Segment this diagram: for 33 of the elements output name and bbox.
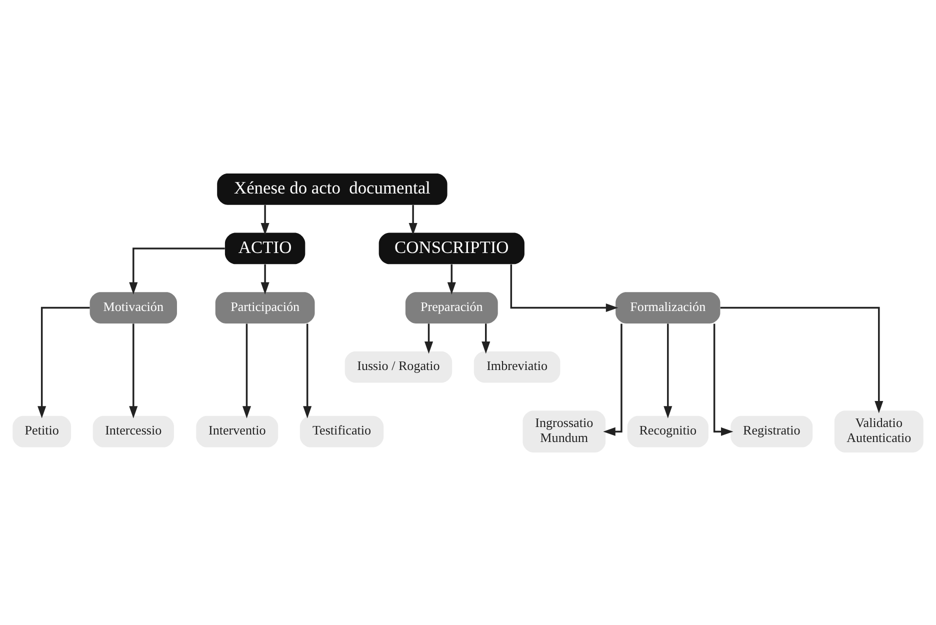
node-box: Testificatio xyxy=(300,415,384,447)
node-box: Participación xyxy=(215,292,315,323)
node-box: Imbreviatio xyxy=(474,350,560,382)
arrow xyxy=(260,264,270,294)
node-box: Petitio xyxy=(12,415,72,447)
node-box: Xénese do acto documental xyxy=(217,173,448,204)
node-box: Recognitio xyxy=(627,415,708,447)
arrow xyxy=(603,323,622,436)
node-box: Preparación xyxy=(405,292,498,323)
node-box: Intercessio xyxy=(92,415,174,447)
arrow xyxy=(664,323,672,418)
node-box: Ingrossatio Mundum xyxy=(522,410,606,452)
arrow xyxy=(510,264,618,312)
node-box: Registratio xyxy=(730,415,813,447)
arrow xyxy=(38,306,90,418)
arrow xyxy=(303,323,312,418)
arrow xyxy=(447,264,456,294)
arrow xyxy=(720,306,884,413)
arrow xyxy=(408,204,418,235)
arrow xyxy=(129,323,138,418)
node-box: ACTIO xyxy=(224,232,306,264)
node-box: Validatio Autenticatio xyxy=(834,410,924,452)
arrow xyxy=(129,247,225,294)
node-box: Motivación xyxy=(90,292,177,323)
arrow xyxy=(482,323,490,354)
arrow xyxy=(242,323,252,418)
node-box: CONSCRIPTIO xyxy=(378,232,524,264)
node-box: Iussio / Rogatio xyxy=(344,350,452,382)
node-box: Interventio xyxy=(196,415,278,447)
node-box: Formalización xyxy=(616,292,720,323)
arrow xyxy=(424,323,434,354)
arrow xyxy=(713,323,734,436)
arrow xyxy=(260,204,270,235)
